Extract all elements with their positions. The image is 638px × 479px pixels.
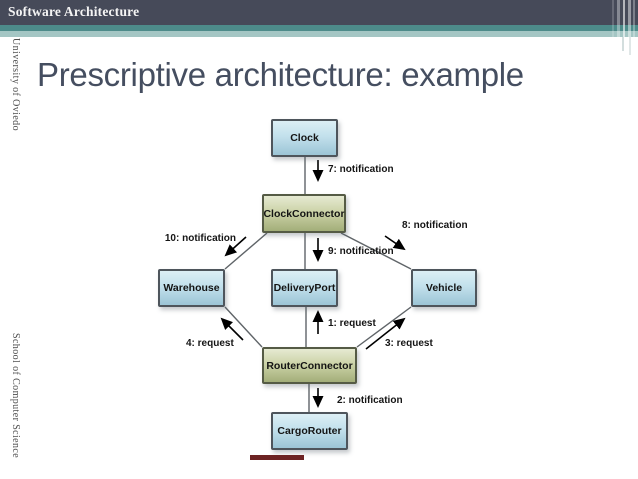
header-bar: Software Architecture	[0, 0, 638, 25]
node-routerconnector: RouterConnector	[262, 347, 357, 384]
edge-vehicle-routerconnector	[356, 306, 412, 348]
sidebar-school-label: School of Computer Science	[10, 333, 21, 459]
corner-stripe	[612, 0, 614, 37]
node-warehouse: Warehouse	[158, 269, 225, 307]
arrow-10-notification	[224, 236, 247, 257]
message-label-10: 10: notification	[164, 233, 236, 244]
sidebar-university-label: University of Oviedo	[10, 38, 21, 131]
message-label-3: 3: request	[385, 338, 433, 349]
node-clockconnector: ClockConnector	[262, 194, 346, 233]
message-label-7: 7: notification	[328, 164, 394, 175]
corner-stripe	[633, 0, 635, 37]
corner-stripe	[628, 0, 631, 52]
node-vehicle: Vehicle	[411, 269, 477, 307]
message-arrows	[220, 160, 406, 408]
message-label-2: 2: notification	[337, 395, 403, 406]
connector-lines	[224, 157, 412, 412]
arrow-3-request	[365, 317, 406, 350]
diagram-edges	[220, 157, 412, 412]
message-label-8: 8: notification	[402, 220, 468, 231]
footer-fragment	[250, 455, 304, 460]
page-title: Prescriptive architecture: example	[37, 56, 524, 93]
header-title: Software Architecture	[8, 4, 140, 19]
edge-clockconnector-vehicle	[340, 232, 412, 270]
node-deliveryport: DeliveryPort	[271, 269, 338, 307]
message-label-9: 9: notification	[328, 246, 394, 257]
edge-warehouse-routerconnector	[224, 306, 263, 348]
node-cargorouter: CargoRouter	[271, 412, 348, 450]
teal-stripe	[0, 25, 638, 31]
edge-clockconnector-warehouse	[224, 232, 268, 270]
corner-stripe	[617, 0, 620, 37]
arrow-8-notification	[384, 235, 406, 251]
light-teal-stripe	[0, 31, 638, 37]
message-label-1: 1: request	[328, 318, 376, 329]
arrow-4-request	[220, 317, 244, 341]
corner-stripe	[622, 37, 624, 51]
corner-stripe	[623, 0, 625, 46]
node-clock: Clock	[271, 119, 338, 157]
corner-stripe	[629, 37, 631, 55]
message-label-4: 4: request	[186, 338, 234, 349]
architecture-diagram: Clock ClockConnector Warehouse DeliveryP…	[140, 110, 510, 470]
